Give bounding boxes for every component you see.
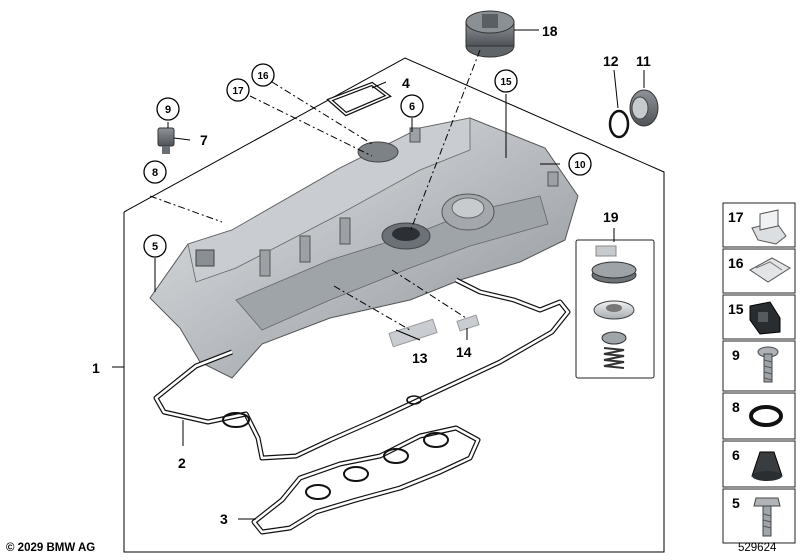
svg-text:17: 17: [232, 86, 244, 97]
svg-text:15: 15: [500, 77, 512, 88]
callout-12: 12: [603, 53, 619, 69]
callout-circle-17: 17: [226, 78, 250, 102]
bolt-5: [753, 497, 781, 537]
leader-lines: [112, 29, 645, 520]
oil-filler-cap: [465, 10, 515, 58]
callout-3: 3: [220, 511, 228, 527]
side-panel-label-5: 5: [732, 495, 740, 511]
svg-text:10: 10: [574, 160, 586, 171]
screw-9: [757, 346, 779, 383]
label-sticker-13: [388, 318, 438, 348]
drawing-number: 529624: [738, 542, 777, 554]
filler-seal: [326, 81, 392, 117]
callout-circle-8: 8: [143, 160, 167, 184]
callout-circle-9: 9: [156, 97, 180, 121]
callout-circle-10: 10: [568, 152, 592, 176]
side-panel-label-8: 8: [732, 399, 740, 415]
callout-18: 18: [542, 23, 558, 39]
o-ring: [608, 109, 630, 139]
breather-cap: [629, 89, 659, 127]
copyright-text: © 2029 BMW AG: [6, 542, 96, 554]
callout-7: 7: [200, 132, 208, 148]
callout-19: 19: [603, 209, 619, 225]
bracket-16: [749, 257, 791, 283]
side-panel-label-9: 9: [732, 347, 740, 363]
sensor-plug: [157, 127, 175, 154]
callout-circle-6: 6: [400, 94, 424, 118]
side-panel-label-17: 17: [728, 209, 744, 225]
valve-cover: [149, 117, 579, 379]
callout-2: 2: [178, 455, 186, 471]
svg-text:8: 8: [152, 167, 158, 179]
svg-text:6: 6: [409, 101, 415, 113]
callout-14: 14: [456, 344, 472, 360]
callout-1: 1: [92, 360, 100, 376]
breather-valve-set: [591, 245, 637, 369]
side-panel-label-6: 6: [732, 447, 740, 463]
o-ring-8: [749, 405, 783, 427]
callout-13: 13: [412, 350, 428, 366]
callout-4: 4: [402, 75, 410, 91]
svg-text:5: 5: [152, 241, 158, 253]
label-sticker-14: [456, 314, 480, 332]
callout-11: 11: [636, 53, 651, 69]
assembly-outline: [123, 57, 665, 553]
svg-text:9: 9: [165, 104, 171, 116]
callout-circle-5: 5: [143, 234, 167, 258]
grommet-6: [751, 451, 783, 481]
side-panel: 17 16 15 9 8 6 5: [722, 202, 796, 544]
gasket-inner: [222, 395, 481, 535]
callout-circle-16: 16: [251, 63, 275, 87]
side-panel-label-15: 15: [728, 301, 744, 317]
callout-circle-15: 15: [494, 69, 518, 93]
gasket-outer: [153, 277, 571, 461]
side-panel-label-16: 16: [728, 255, 744, 271]
svg-text:16: 16: [257, 71, 269, 82]
